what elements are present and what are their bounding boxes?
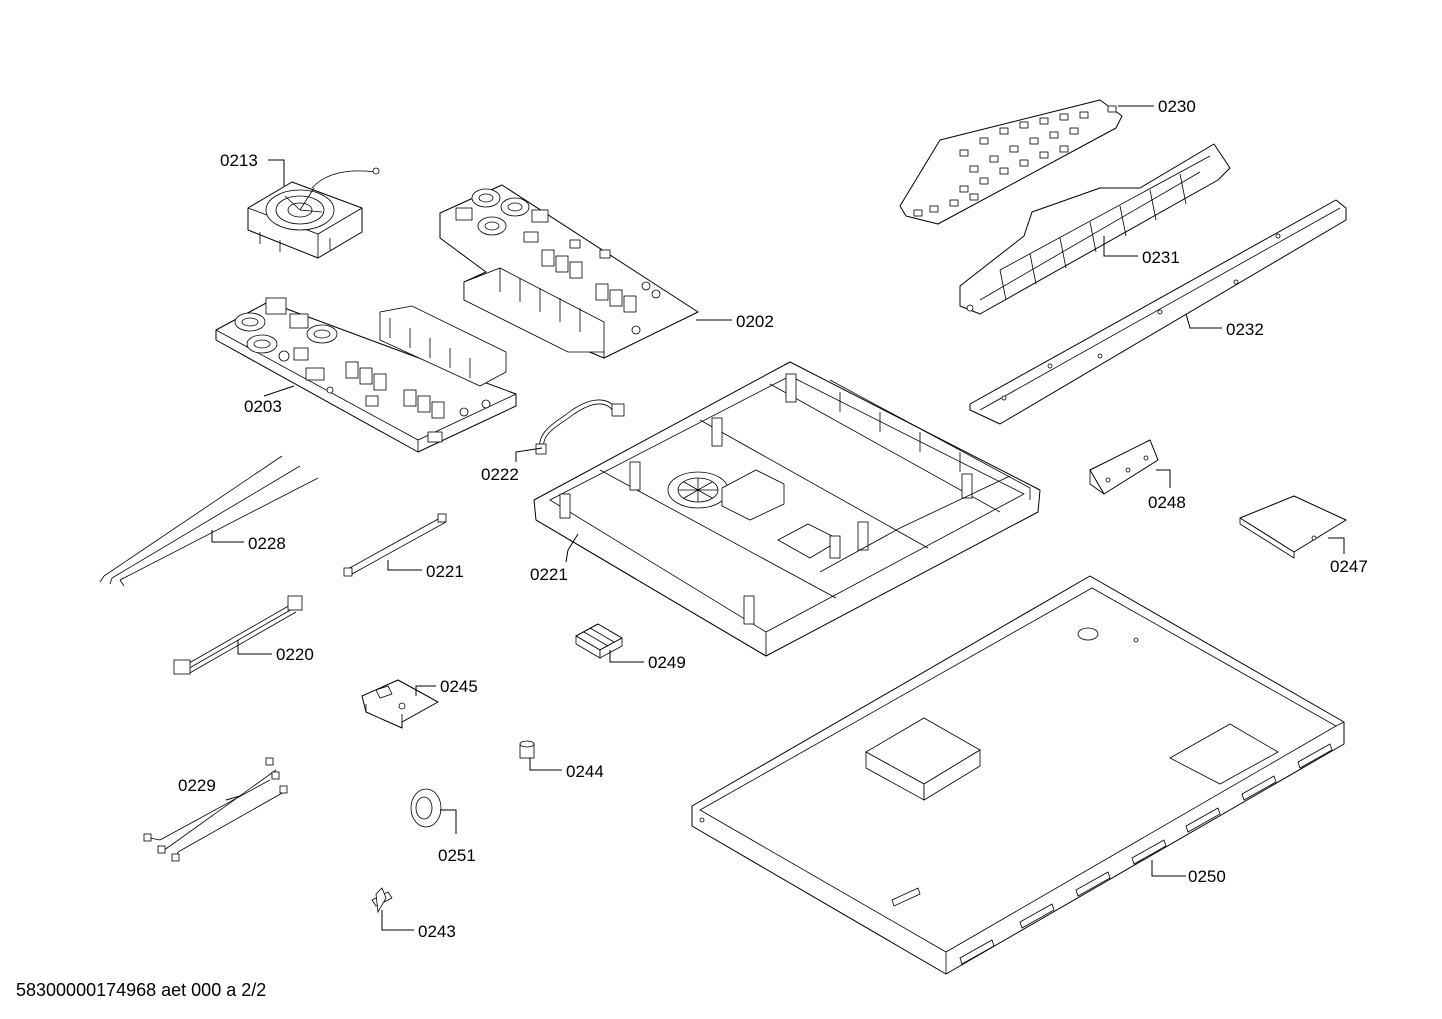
callout-0232: 0232: [1226, 320, 1264, 339]
part-0229-harness: [143, 757, 288, 862]
part-0244-foot: [519, 740, 535, 759]
callout-0247: 0247: [1330, 557, 1368, 576]
callout-0221-housing: 0221: [530, 565, 568, 584]
part-0247-plate: [1239, 495, 1347, 559]
callout-0243: 0243: [418, 922, 456, 941]
callout-0248: 0248: [1148, 493, 1186, 512]
callout-labels: 0213 0202 0203 0222 0228 0221 0221 0220 …: [178, 97, 1368, 941]
part-0232-rail: [969, 199, 1347, 425]
part-0251-ring: [410, 788, 442, 828]
main-housing: [533, 361, 1041, 657]
part-0245-bracket: [361, 679, 439, 729]
part-0230-control-board: [899, 99, 1123, 225]
callout-0251: 0251: [438, 846, 476, 865]
part-0203-power-board: [215, 297, 517, 453]
drawing-id-footer: 58300000174968 aet 000 a 2/2: [16, 980, 267, 1000]
part-0220-ribbon-cable: [173, 595, 303, 675]
callout-0230: 0230: [1158, 97, 1196, 116]
callout-0203: 0203: [244, 397, 282, 416]
part-0231-frame: [959, 143, 1231, 315]
callout-0222: 0222: [481, 465, 519, 484]
leader-lines: [211, 105, 1345, 931]
callout-0221-cable: 0221: [426, 562, 464, 581]
part-0250-base-pan: [691, 575, 1345, 975]
callout-0250: 0250: [1188, 867, 1226, 886]
part-0213-fan: [247, 167, 380, 259]
callout-0249: 0249: [648, 653, 686, 672]
callout-0231: 0231: [1142, 248, 1180, 267]
part-0222-jumper-cable: [535, 399, 625, 455]
part-0202-power-board: [439, 184, 699, 359]
part-0228-wires: [99, 455, 319, 587]
callout-0228: 0228: [248, 534, 286, 553]
callout-0220: 0220: [276, 645, 314, 664]
callout-0213: 0213: [220, 151, 258, 170]
callout-0244: 0244: [566, 762, 604, 781]
part-0249-connector: [575, 623, 623, 659]
part-0243-clip: [371, 887, 393, 914]
part-0221-cable: [343, 513, 447, 577]
callout-0245: 0245: [440, 677, 478, 696]
callout-0202: 0202: [736, 312, 774, 331]
callout-0229: 0229: [178, 776, 216, 795]
part-0248-bracket: [1089, 439, 1159, 495]
